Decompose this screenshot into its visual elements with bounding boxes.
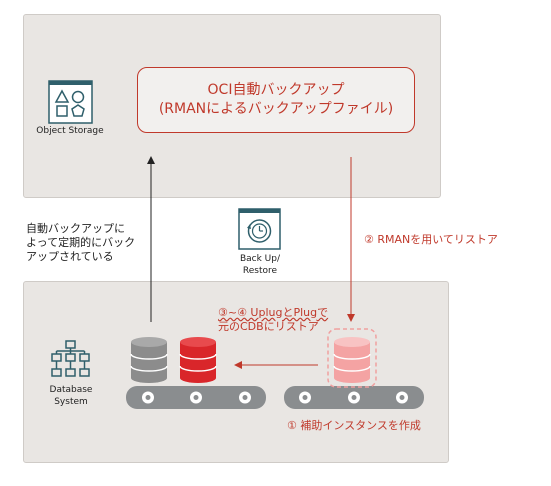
database-system-panel [23, 281, 449, 463]
database-system-icon [51, 340, 90, 377]
auto-backup-note: 自動バックアップに よって定期的にバック アップされている [26, 222, 156, 264]
step1-note: ① 補助インスタンスを作成 [287, 419, 421, 432]
database-system-label: Database System [40, 384, 102, 408]
oci-auto-backup-box: OCI自動バックアップ (RMANによるバックアップファイル) [137, 67, 415, 133]
object-storage-label: Object Storage [36, 126, 104, 136]
step2-note: ② RMANを用いてリストア [364, 233, 498, 246]
auto-backup-line1: 自動バックアップに [26, 222, 125, 235]
database-system-line2: System [54, 397, 88, 407]
step34-line2: 元のCDBにリストア [218, 320, 319, 333]
shapes-icon [48, 80, 93, 124]
auto-backup-line2: よって定期的にバック [26, 236, 136, 249]
backup-restore-label: Back Up/ Restore [228, 253, 292, 277]
auto-backup-line3: アップされている [26, 250, 114, 263]
backup-restore-line2: Restore [242, 266, 278, 276]
backup-restore-icon [238, 208, 281, 250]
oci-box-line1: OCI自動バックアップ [207, 82, 345, 98]
step34-note: ③~④ UplugとPlugで 元のCDBにリストア [218, 306, 358, 334]
backup-restore-line1: Back Up/ [239, 254, 281, 264]
step34-line1: ③~④ UplugとPlugで [218, 306, 329, 319]
database-system-line1: Database [49, 385, 93, 395]
oci-box-line2: (RMANによるバックアップファイル) [158, 101, 394, 117]
